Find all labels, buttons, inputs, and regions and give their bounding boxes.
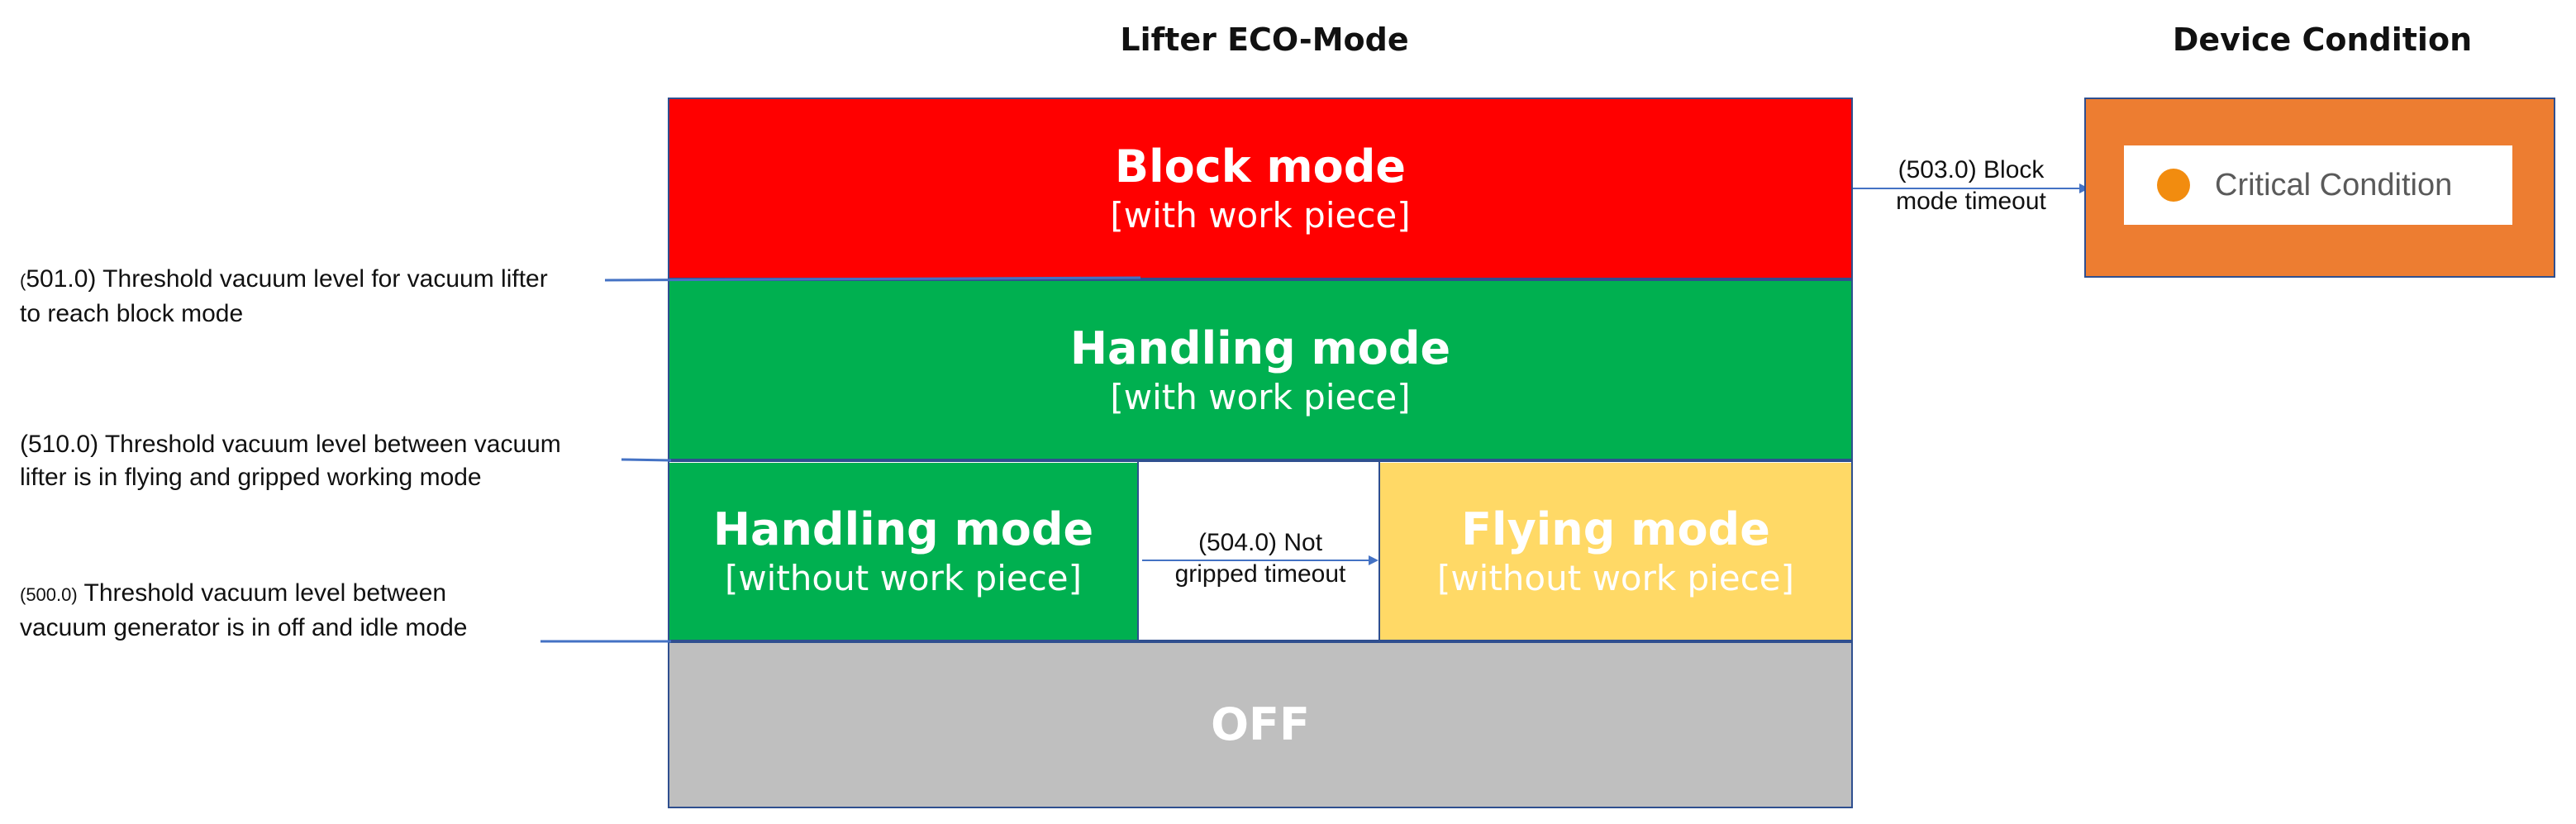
divider-handling-lower <box>668 459 1853 462</box>
flying-mode-box: Flying mode [without work piece] <box>1380 463 1851 640</box>
handling-mode-with-workpiece-subtitle: [with work piece] <box>1110 376 1411 417</box>
device-condition-frame: Critical Condition <box>2084 98 2555 278</box>
block-mode-box: Block mode [with work piece] <box>669 99 1851 278</box>
block-timeout-label: (503.0) Block mode timeout <box>1896 155 2046 215</box>
handling-mode-without-workpiece-subtitle: [without work piece] <box>724 558 1083 598</box>
not-gripped-timeout-label: (504.0) Not gripped timeout <box>1174 529 1346 588</box>
divider-block-handling <box>668 278 1853 281</box>
not-gripped-transition-cell <box>1137 461 1380 641</box>
block-mode-subtitle: [with work piece] <box>1110 195 1411 236</box>
handling-mode-without-workpiece-box: Handling mode [without work piece] <box>669 463 1137 640</box>
off-mode-box: OFF <box>669 643 1851 807</box>
threshold-501-paren: ( <box>20 270 26 291</box>
threshold-500-code: (500.0) <box>20 584 78 605</box>
handling-mode-with-workpiece-box: Handling mode [with work piece] <box>669 281 1851 459</box>
eco-mode-diagram <box>668 98 1853 808</box>
threshold-510-note: (510.0) Threshold vacuum level between v… <box>20 431 561 491</box>
off-mode-title: OFF <box>1211 698 1310 750</box>
block-mode-title: Block mode <box>1114 141 1407 193</box>
threshold-500-note: (500.0) Threshold vacuum level between v… <box>20 579 468 641</box>
device-condition-status-text: Critical Condition <box>2215 167 2453 202</box>
threshold-501-note: (501.0) Threshold vacuum level for vacuu… <box>20 265 548 327</box>
device-condition-title: Device Condition <box>2172 21 2473 58</box>
flying-mode-title: Flying mode <box>1461 503 1770 555</box>
lifter-eco-mode-title: Lifter ECO-Mode <box>1120 21 1409 58</box>
handling-mode-with-workpiece-title: Handling mode <box>1069 322 1451 374</box>
flying-mode-subtitle: [without work piece] <box>1436 558 1795 598</box>
device-condition-status-card: Critical Condition <box>2124 145 2512 225</box>
divider-lower-off <box>668 640 1853 643</box>
threshold-501-leader <box>604 276 1141 282</box>
handling-mode-without-workpiece-title: Handling mode <box>712 503 1094 555</box>
status-dot-icon <box>2157 169 2190 202</box>
